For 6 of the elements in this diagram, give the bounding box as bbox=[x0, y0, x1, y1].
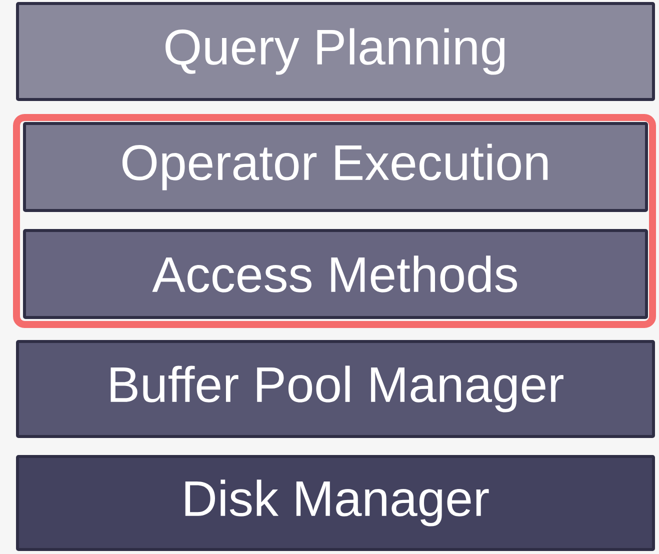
layer-box: Query Planning bbox=[16, 2, 655, 101]
layer-box: Buffer Pool Manager bbox=[16, 340, 655, 438]
layer-box: Access Methods bbox=[23, 229, 648, 319]
layer-box: Operator Execution bbox=[23, 122, 648, 212]
highlight-frame bbox=[13, 114, 656, 328]
layer-box: Disk Manager bbox=[16, 454, 655, 551]
